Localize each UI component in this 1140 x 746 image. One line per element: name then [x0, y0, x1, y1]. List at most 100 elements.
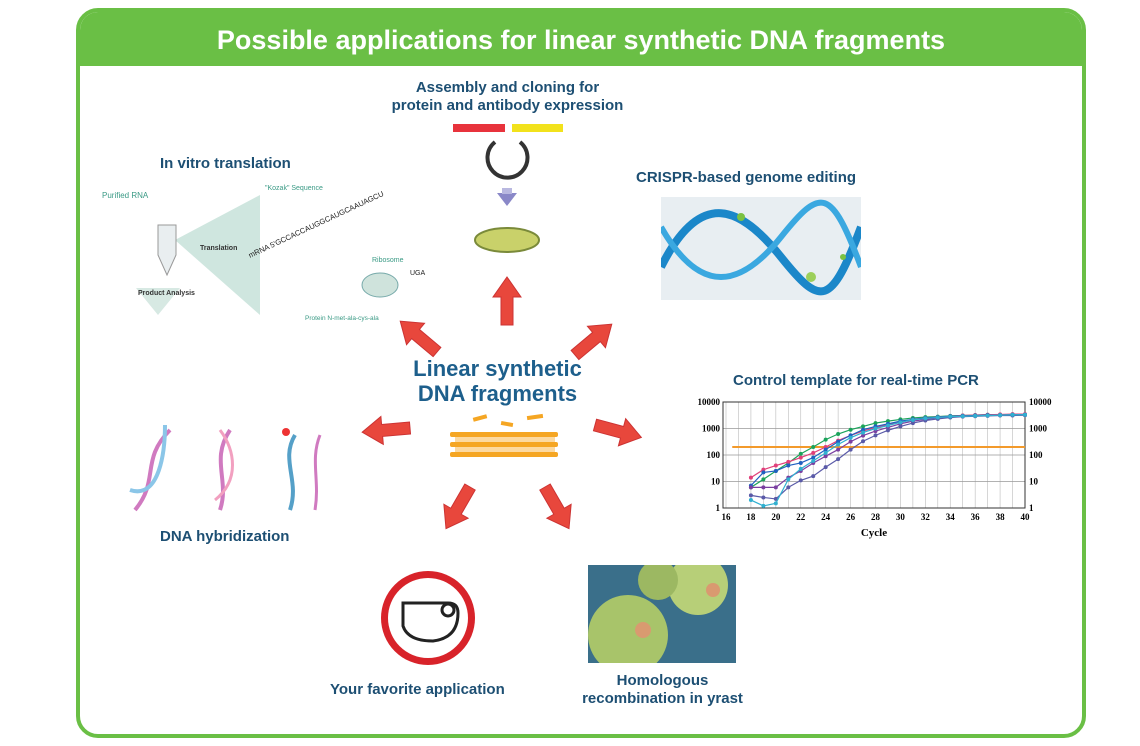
data-point — [823, 465, 828, 470]
plot-area — [722, 401, 1026, 509]
data-point — [873, 433, 878, 438]
data-point — [910, 421, 915, 426]
data-point — [836, 447, 841, 452]
data-point — [786, 477, 791, 482]
protein-text: Protein N-met-ala-cys-ala — [305, 315, 379, 322]
product-analysis-text: Product Analysis — [138, 290, 195, 297]
data-point — [761, 495, 766, 500]
stop-codon-text: UGA — [410, 270, 426, 277]
data-point — [773, 496, 778, 501]
arrow-to-assembly — [492, 276, 522, 326]
y-tick-label-right: 100 — [1029, 450, 1043, 460]
data-point — [848, 447, 853, 452]
x-tick-label: 28 — [871, 512, 881, 522]
data-point — [748, 475, 753, 480]
data-point — [823, 450, 828, 455]
x-tick-label: 36 — [971, 512, 981, 522]
data-point — [948, 414, 953, 419]
data-point — [848, 435, 853, 440]
data-point — [811, 450, 816, 455]
data-point — [786, 485, 791, 490]
y-tick-label-right: 1 — [1029, 503, 1034, 513]
center-title-line1: Linear synthetic — [413, 356, 582, 381]
ribosome-icon — [361, 272, 399, 298]
data-point — [811, 455, 816, 460]
crispr-dna-image — [661, 197, 861, 300]
x-tick-label: 24 — [821, 512, 831, 522]
x-tick-label: 38 — [996, 512, 1006, 522]
data-point — [761, 503, 766, 508]
data-point — [761, 477, 766, 482]
data-point — [848, 427, 853, 432]
down-arrow-icon — [497, 193, 517, 206]
y-tick-label: 1000 — [702, 424, 721, 434]
data-point — [898, 424, 903, 429]
arrow-to-homologous — [532, 479, 582, 537]
data-point — [861, 439, 866, 444]
dna-fragments-icon — [450, 413, 558, 457]
data-point — [773, 485, 778, 490]
data-point — [836, 457, 841, 462]
pointing-hand-icon — [381, 571, 475, 665]
data-point — [798, 466, 803, 471]
data-point — [786, 463, 791, 468]
center-title-line2: DNA fragments — [417, 381, 578, 406]
y-tick-label: 10000 — [698, 397, 721, 407]
y-tick-label-right: 1000 — [1029, 424, 1048, 434]
center-title: Linear synthetic DNA fragments — [380, 356, 615, 406]
data-point — [885, 428, 890, 433]
y-tick-label: 1 — [716, 503, 721, 513]
purified-rna-text: Purified RNA — [102, 191, 149, 200]
data-point — [923, 416, 928, 421]
in-vitro-translation-label: In vitro translation — [160, 155, 291, 172]
x-tick-label: 40 — [1021, 512, 1031, 522]
petri-dish-icon — [474, 227, 540, 253]
data-point — [798, 478, 803, 483]
data-point — [973, 413, 978, 418]
data-point — [761, 470, 766, 475]
homologous-label-line2: recombination in yrast — [582, 690, 743, 707]
homologous-label: Homologous recombination in yrast — [560, 672, 765, 708]
x-tick-label: 18 — [746, 512, 756, 522]
x-axis-label: Cycle — [861, 527, 887, 539]
data-point — [761, 485, 766, 490]
pcr-label: Control template for real-time PCR — [733, 372, 979, 389]
data-point — [998, 413, 1003, 418]
assembly-label: Assembly and cloning for protein and ant… — [360, 79, 655, 115]
data-point — [861, 427, 866, 432]
data-point — [861, 424, 866, 429]
data-point — [811, 474, 816, 479]
dna-hybridization-label: DNA hybridization — [160, 528, 290, 545]
x-tick-label: 34 — [946, 512, 956, 522]
data-point — [836, 439, 841, 444]
x-tick-label: 26 — [846, 512, 856, 522]
data-point — [848, 439, 853, 444]
data-point — [748, 485, 753, 490]
data-point — [748, 493, 753, 498]
y-tick-label: 100 — [707, 450, 721, 460]
assembly-label-line1: Assembly and cloning for — [415, 79, 600, 96]
data-point — [761, 467, 766, 472]
favorite-application-label: Your favorite application — [330, 681, 505, 698]
dna-hybridization-image — [129, 424, 322, 512]
data-point — [1023, 412, 1027, 417]
data-point — [798, 460, 803, 465]
data-point — [935, 415, 940, 420]
translation-illustration: Purified RNA Translation Product Analysi… — [102, 185, 426, 322]
yellow-fragment — [512, 124, 563, 132]
data-point — [773, 468, 778, 473]
x-tick-label: 16 — [722, 512, 732, 522]
arrow-to-translation — [390, 309, 447, 364]
data-point — [985, 413, 990, 418]
crispr-label: CRISPR-based genome editing — [636, 169, 857, 186]
data-point — [910, 417, 915, 422]
y-tick-label: 10 — [711, 477, 721, 487]
y-tick-label-right: 10 — [1029, 477, 1039, 487]
data-point — [773, 463, 778, 468]
data-point — [798, 455, 803, 460]
arrow-to-favorite — [433, 479, 483, 537]
data-point — [861, 430, 866, 435]
x-tick-label: 32 — [921, 512, 931, 522]
yeast-image — [588, 565, 736, 663]
